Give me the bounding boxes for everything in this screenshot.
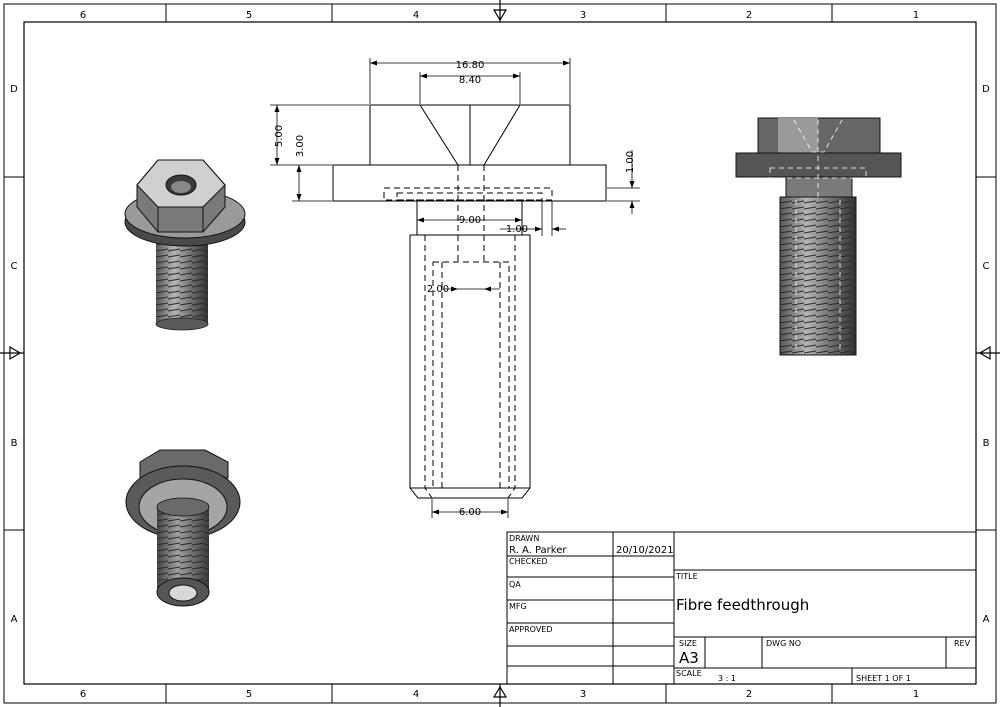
zone-row-right-a: A: [983, 614, 990, 625]
zone-col-bottom-3: 3: [580, 689, 586, 700]
zone-row-left-b: B: [11, 438, 18, 449]
qa-label: QA: [509, 580, 521, 589]
dim-neck-width: 9.00: [459, 215, 481, 226]
title-block: [506, 531, 977, 685]
ortho-view: [332, 104, 607, 499]
zone-row-left-a: A: [11, 614, 18, 625]
zone-col-bottom-2: 2: [746, 689, 752, 700]
zone-row-left-d: D: [10, 84, 18, 95]
sheet-size: A3: [679, 649, 699, 667]
dim-thread-width: 6.00: [459, 507, 481, 518]
zone-col-top-6: 6: [80, 10, 86, 21]
zone-col-top-4: 4: [413, 10, 419, 21]
zone-ticks: [4, 4, 996, 703]
zone-col-top-2: 2: [746, 10, 752, 21]
dim-groove-width: 1.00: [506, 224, 528, 235]
dim-bore-diameter: 2.00: [427, 284, 449, 295]
drawn-date: 20/10/2021: [616, 545, 674, 556]
title-block-texts: DRAWN R. A. Parker 20/10/2021 CHECKED QA…: [509, 534, 971, 683]
zone-col-bottom-6: 6: [80, 689, 86, 700]
drawing-title: Fibre feedthrough: [676, 596, 809, 614]
scale-label: SCALE: [676, 669, 702, 678]
dim-flange-height: 3.00: [295, 135, 306, 157]
dwg-no-label: DWG NO: [766, 639, 801, 648]
rev-label: REV: [954, 639, 971, 648]
zone-row-left-c: C: [11, 261, 18, 272]
dimension-lines: [270, 58, 640, 518]
dim-countersink-width: 8.40: [459, 75, 481, 86]
dimension-texts: 16.80 8.40 5.00 3.00 1.00 9.00 1.00 2.00…: [274, 60, 636, 518]
sheet-number: SHEET 1 OF 1: [856, 674, 911, 683]
zone-row-right-c: C: [983, 261, 990, 272]
zone-col-bottom-4: 4: [413, 689, 419, 700]
shaded-side-view: [735, 117, 902, 356]
zone-col-top-1: 1: [913, 10, 919, 21]
dim-flange-thickness: 1.00: [625, 151, 636, 173]
dim-head-width: 16.80: [456, 60, 485, 71]
zone-col-bottom-1: 1: [913, 689, 919, 700]
dim-head-height: 5.00: [274, 125, 285, 147]
zone-col-bottom-5: 5: [246, 689, 252, 700]
zone-labels: 6 5 4 3 2 1 6 5 4 3 2 1 D C B A D C B A: [10, 10, 990, 700]
checked-label: CHECKED: [509, 557, 548, 566]
zone-col-top-5: 5: [246, 10, 252, 21]
iso-view-top: [124, 159, 246, 331]
approved-label: APPROVED: [509, 625, 553, 634]
drawn-by: R. A. Parker: [509, 545, 567, 556]
zone-col-top-3: 3: [580, 10, 586, 21]
scale-value: 3 : 1: [718, 674, 736, 683]
mfg-label: MFG: [509, 602, 527, 611]
zone-row-right-d: D: [982, 84, 990, 95]
title-label: TITLE: [675, 572, 698, 581]
size-label: SIZE: [679, 639, 697, 648]
drawn-label: DRAWN: [509, 534, 539, 543]
zone-row-right-b: B: [983, 438, 990, 449]
iso-view-bottom: [125, 449, 241, 607]
